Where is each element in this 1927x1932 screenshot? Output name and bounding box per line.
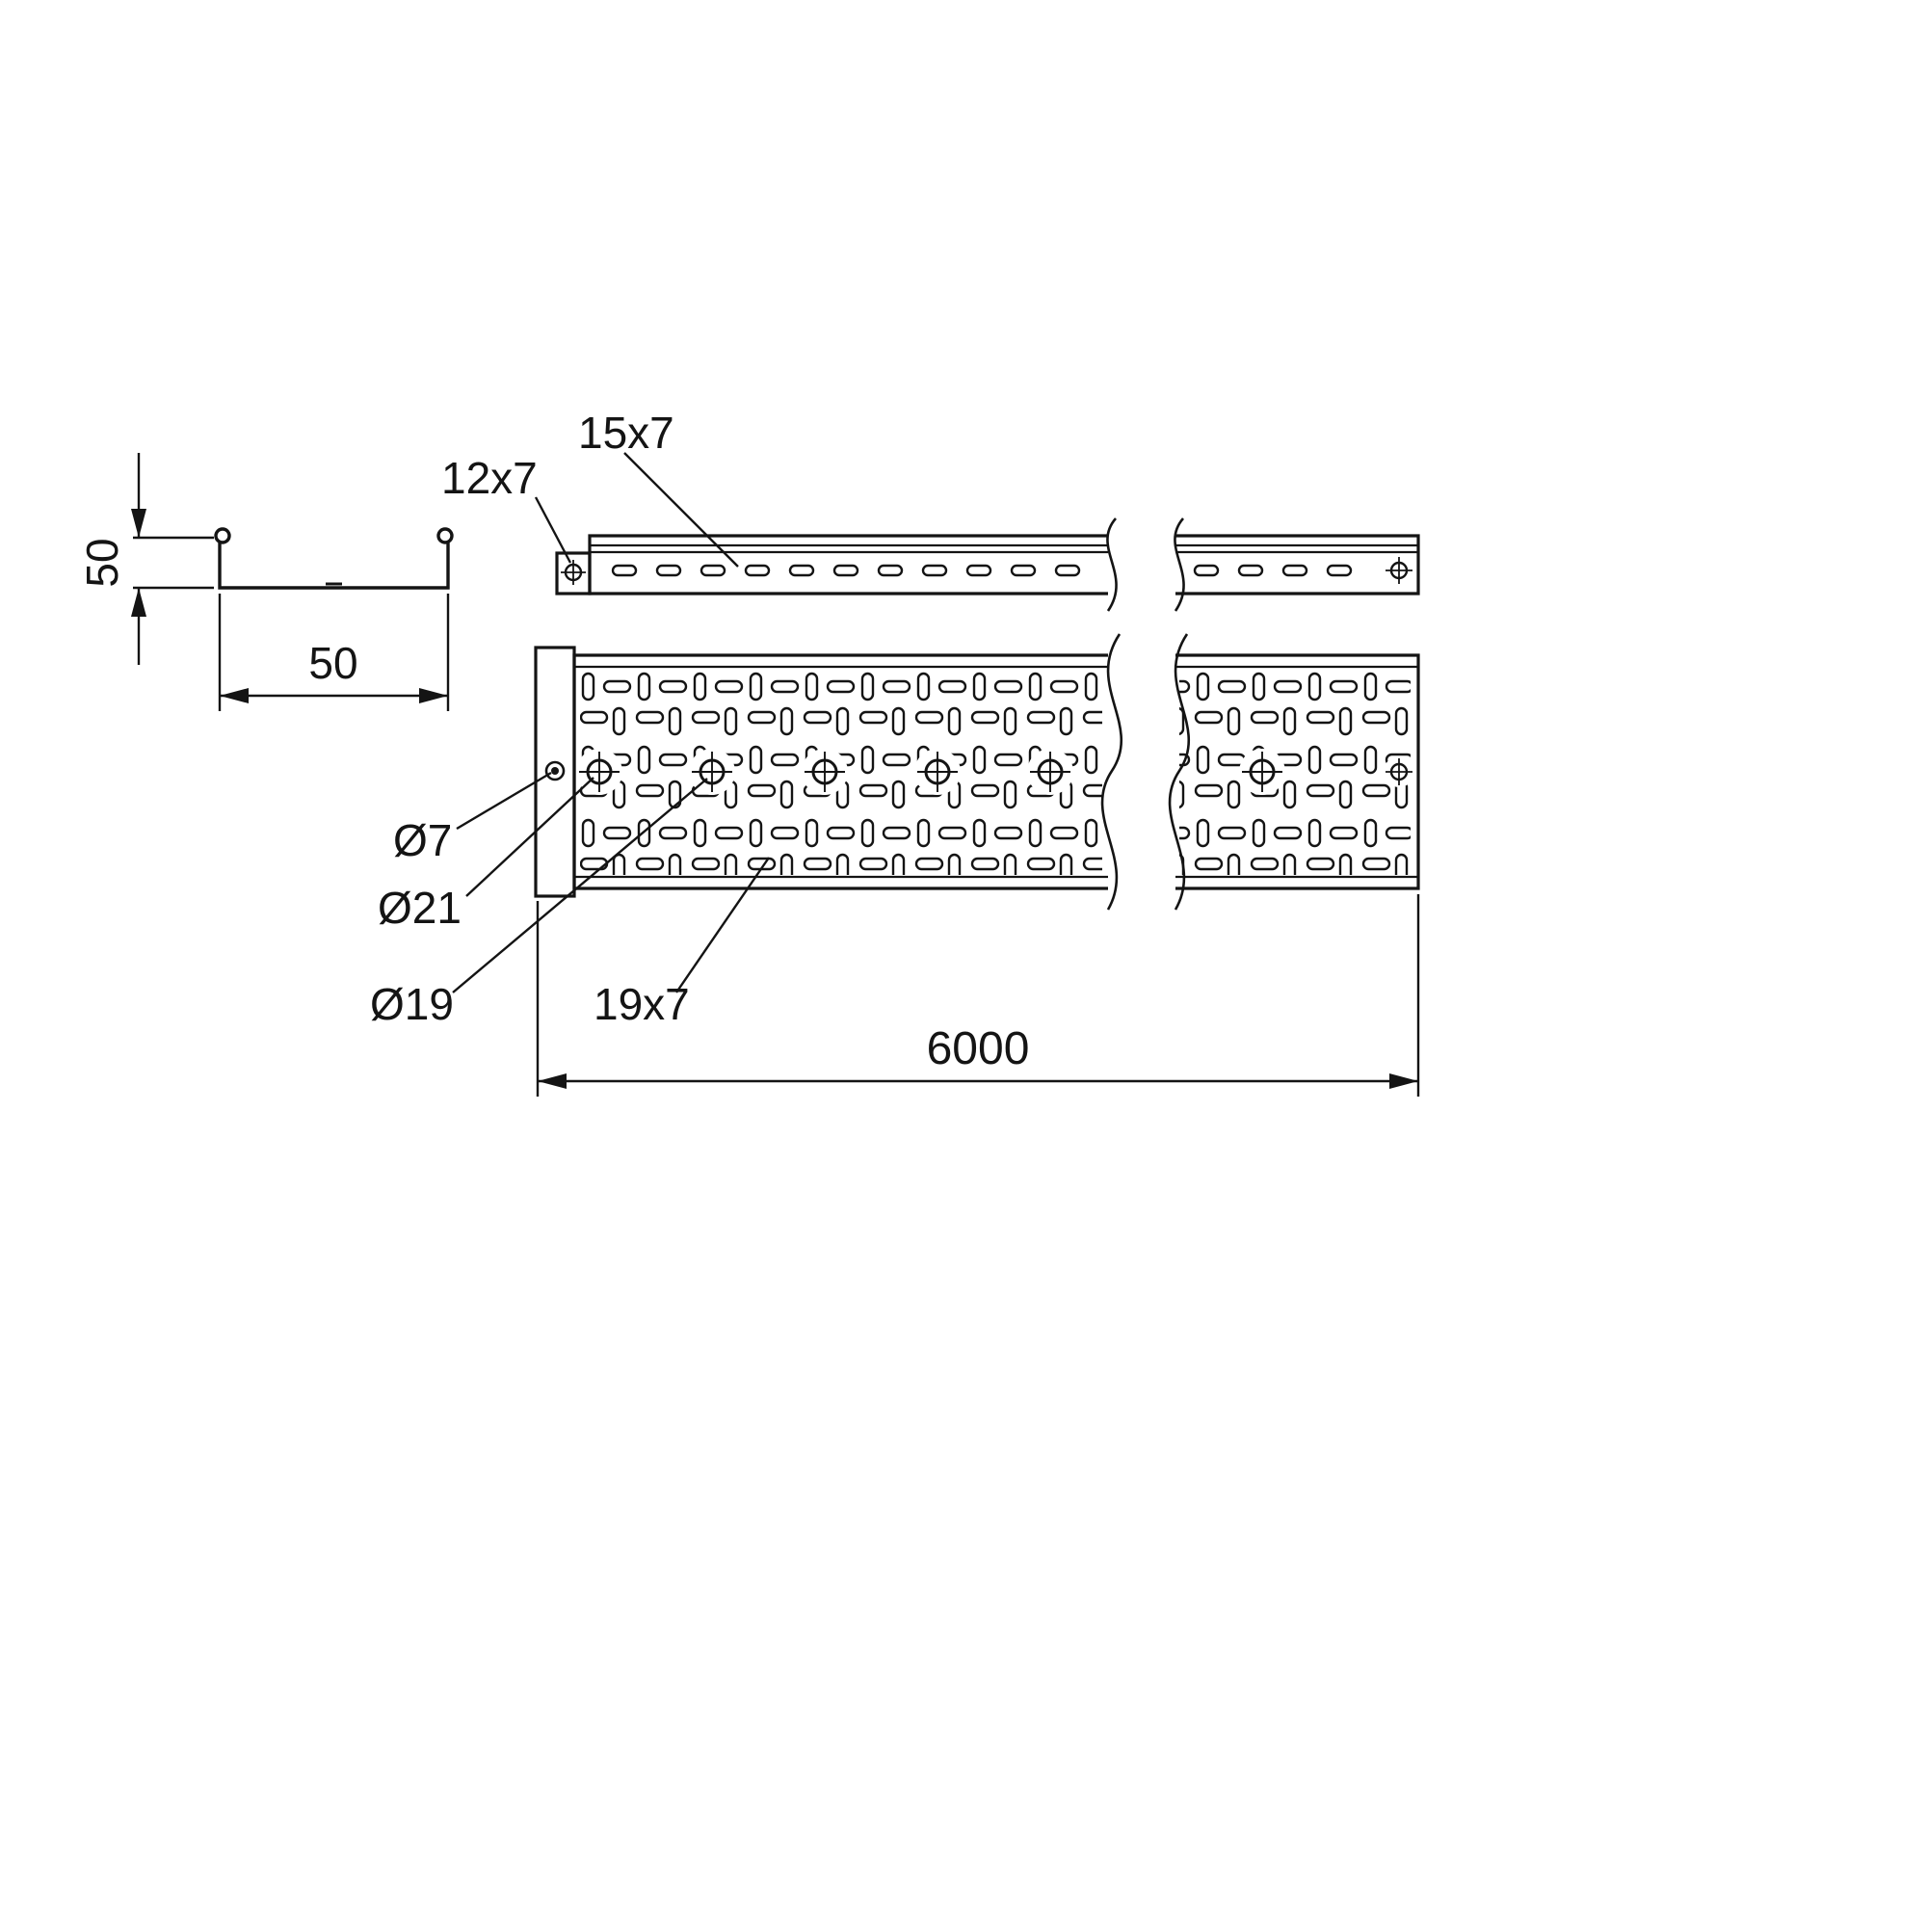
leader-12x7: [534, 496, 572, 564]
section-dimensions: [131, 453, 450, 711]
leader-dia19: [452, 778, 708, 993]
side-right-end-hole: [1386, 557, 1412, 584]
rail-left-outline: [588, 534, 1108, 595]
channel-profile: [218, 542, 450, 590]
arrowhead-left: [538, 1073, 567, 1089]
right-edge-curl: [436, 527, 454, 544]
arrowhead-up: [131, 588, 146, 617]
label-dia19: Ø19: [370, 979, 454, 1029]
tray-right-outline: [1175, 653, 1420, 890]
label-dia21: Ø21: [378, 883, 462, 933]
label-19x7: 19x7: [594, 979, 690, 1029]
arrowhead-left: [220, 688, 249, 703]
end-plate-hole: [561, 560, 586, 585]
length-dimension: [536, 894, 1420, 1097]
arrowhead-right: [1389, 1073, 1418, 1089]
rail-right-outline: [1175, 534, 1420, 595]
dim-section-height: 50: [77, 538, 127, 587]
side-view-break-lines: [1106, 517, 1185, 612]
cross-section-view: [214, 527, 454, 590]
label-15x7: 15x7: [578, 408, 674, 458]
plate-hole-small: [544, 760, 566, 781]
side-view: [555, 517, 1420, 612]
side-slot-row-left: [611, 564, 1081, 577]
tray-left-outline: [572, 653, 1108, 890]
label-12x7: 12x7: [441, 453, 538, 503]
left-edge-curl: [214, 527, 231, 544]
arrowhead-down: [131, 509, 146, 538]
dim-section-width: 50: [308, 638, 357, 688]
plan-view-break-lines: [1100, 633, 1191, 911]
leader-15x7: [623, 452, 739, 568]
side-slot-row-right: [1193, 564, 1353, 577]
leader-dia21: [465, 777, 594, 897]
plan-view: [534, 633, 1420, 911]
leader-19x7: [675, 857, 770, 993]
arrowhead-right: [419, 688, 448, 703]
plan-right-end-hole: [1384, 756, 1414, 787]
perforation-field-right: [1179, 669, 1411, 875]
callout-leaders: [452, 452, 770, 993]
dim-overall-length: 6000: [927, 1023, 1030, 1074]
label-dia7: Ø7: [393, 815, 452, 865]
leader-dia7: [456, 771, 552, 831]
